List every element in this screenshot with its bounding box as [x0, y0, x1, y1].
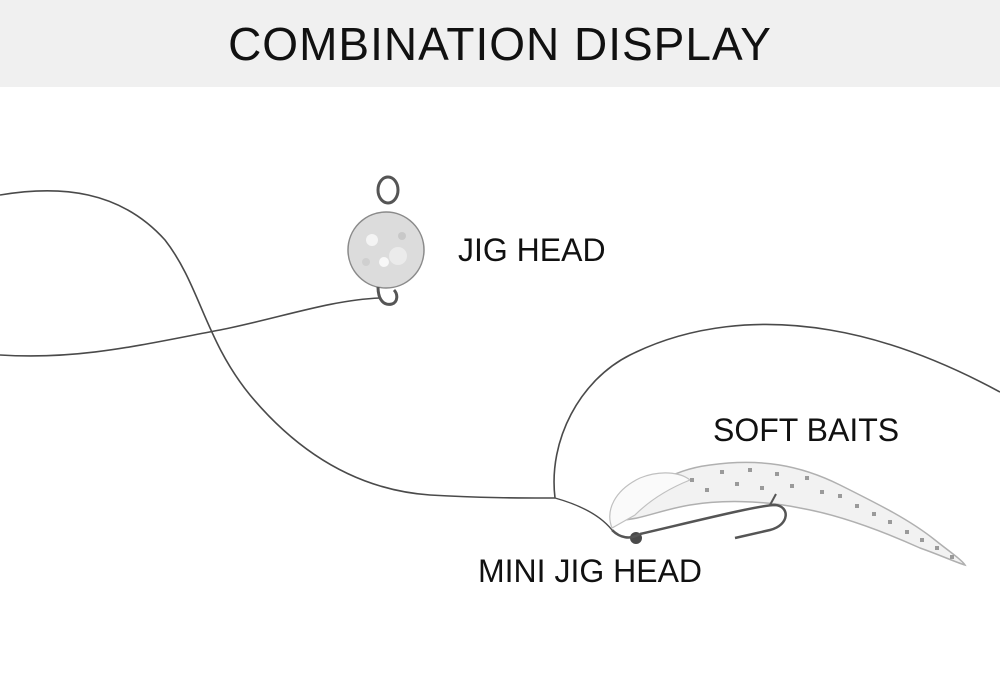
fishing-line-lower — [0, 190, 556, 499]
fishing-line-upper — [0, 297, 381, 357]
header-banner: COMBINATION DISPLAY — [0, 0, 1000, 87]
soft-baits-label: SOFT BAITS — [713, 412, 900, 448]
soft-bait-lure — [609, 461, 967, 567]
jig-head-label: JIG HEAD — [458, 232, 606, 268]
fishing-line-right — [553, 323, 1000, 499]
jig-head-lure — [347, 175, 425, 306]
fishing-line-tippet — [554, 497, 613, 531]
mini-jig-head-lure — [611, 493, 787, 544]
mini-jig-head-label: MINI JIG HEAD — [478, 553, 703, 589]
page-title: COMBINATION DISPLAY — [228, 17, 772, 70]
